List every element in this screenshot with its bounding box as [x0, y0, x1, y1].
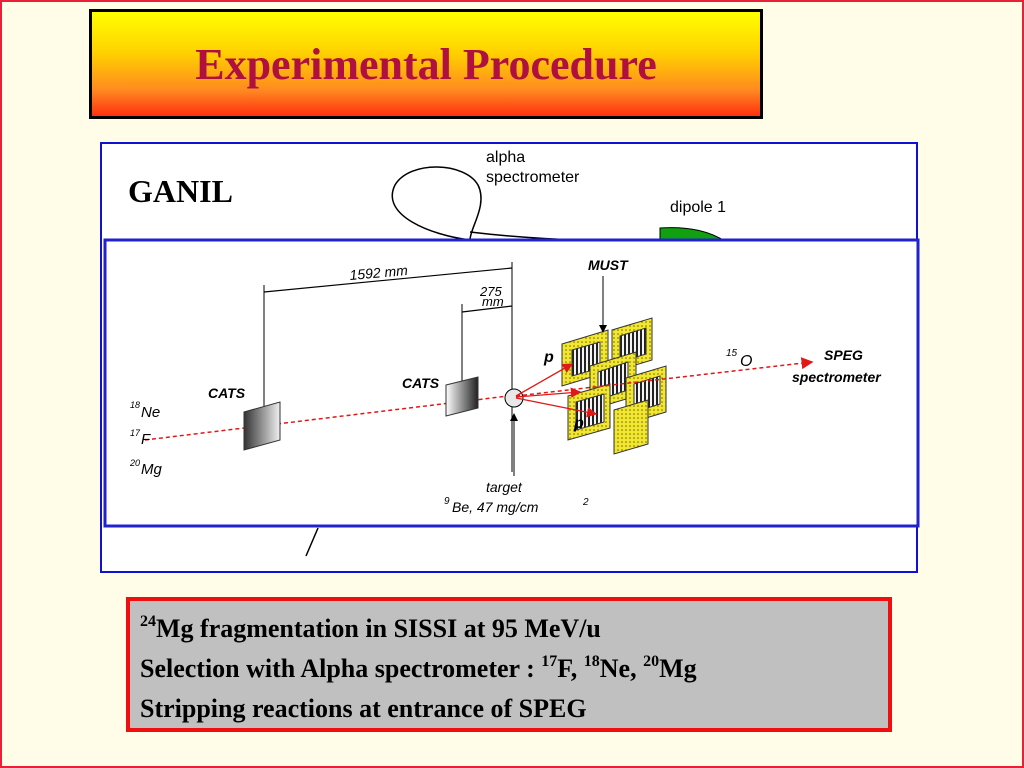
spectrometer-label: spectrometer [486, 169, 580, 186]
target-spec-exp: 2 [582, 497, 589, 508]
summary-line-1: 24Mg fragmentation in SISSI at 95 MeV/u [140, 613, 601, 644]
cats-2-label: CATS [402, 375, 440, 391]
distance-short-unit: mm [482, 294, 504, 309]
dimension-line-short [461, 305, 513, 313]
alpha-label: alpha [486, 149, 525, 166]
beam-3-mass: 20 [129, 458, 140, 468]
proton-track-mid [515, 387, 582, 398]
proton-upper-label: p [543, 349, 554, 366]
summary-box: 24Mg fragmentation in SISSI at 95 MeV/u … [126, 597, 892, 732]
beam-2-symbol: F [141, 431, 151, 448]
summary-line-2: Selection with Alpha spectrometer : 17F,… [140, 653, 697, 684]
title-banner: Experimental Procedure [89, 9, 763, 119]
distance-long-label: 1592 mm [349, 262, 409, 283]
target [504, 388, 524, 408]
beam-2-mass: 17 [130, 428, 141, 438]
proton-track-lower [515, 397, 598, 418]
oxygen-mass: 15 [726, 348, 738, 359]
dipole-label: dipole 1 [670, 199, 726, 216]
cats-1-label: CATS [208, 385, 246, 401]
speg-label: SPEG [824, 347, 863, 363]
cats-detector-1 [243, 401, 281, 451]
proton-track-upper [515, 363, 574, 397]
beam-1-symbol: Ne [141, 404, 160, 421]
target-mass: 9 [444, 496, 450, 507]
must-label: MUST [588, 257, 629, 273]
beamline-stub [305, 527, 319, 557]
target-label: target [486, 479, 523, 495]
must-detector-array [561, 317, 667, 455]
facility-label: GANIL [128, 173, 233, 209]
alpha-spectrometer-loop [391, 166, 482, 241]
beam-3-symbol: Mg [141, 461, 162, 478]
fragment-track [515, 357, 814, 397]
distance-short-value: 275 [479, 284, 502, 299]
beam-1-mass: 18 [130, 400, 140, 410]
cats-detector-2 [445, 376, 479, 417]
summary-line-3: Stripping reactions at entrance of SPEG [140, 694, 587, 723]
proton-lower-label: p [573, 415, 584, 432]
target-spec: Be, 47 mg/cm [452, 499, 539, 515]
oxygen-label: O [740, 353, 752, 370]
dimension-line-long [263, 267, 513, 293]
slide-title: Experimental Procedure [195, 39, 657, 89]
speg-spectrometer-label: spectrometer [792, 369, 882, 385]
